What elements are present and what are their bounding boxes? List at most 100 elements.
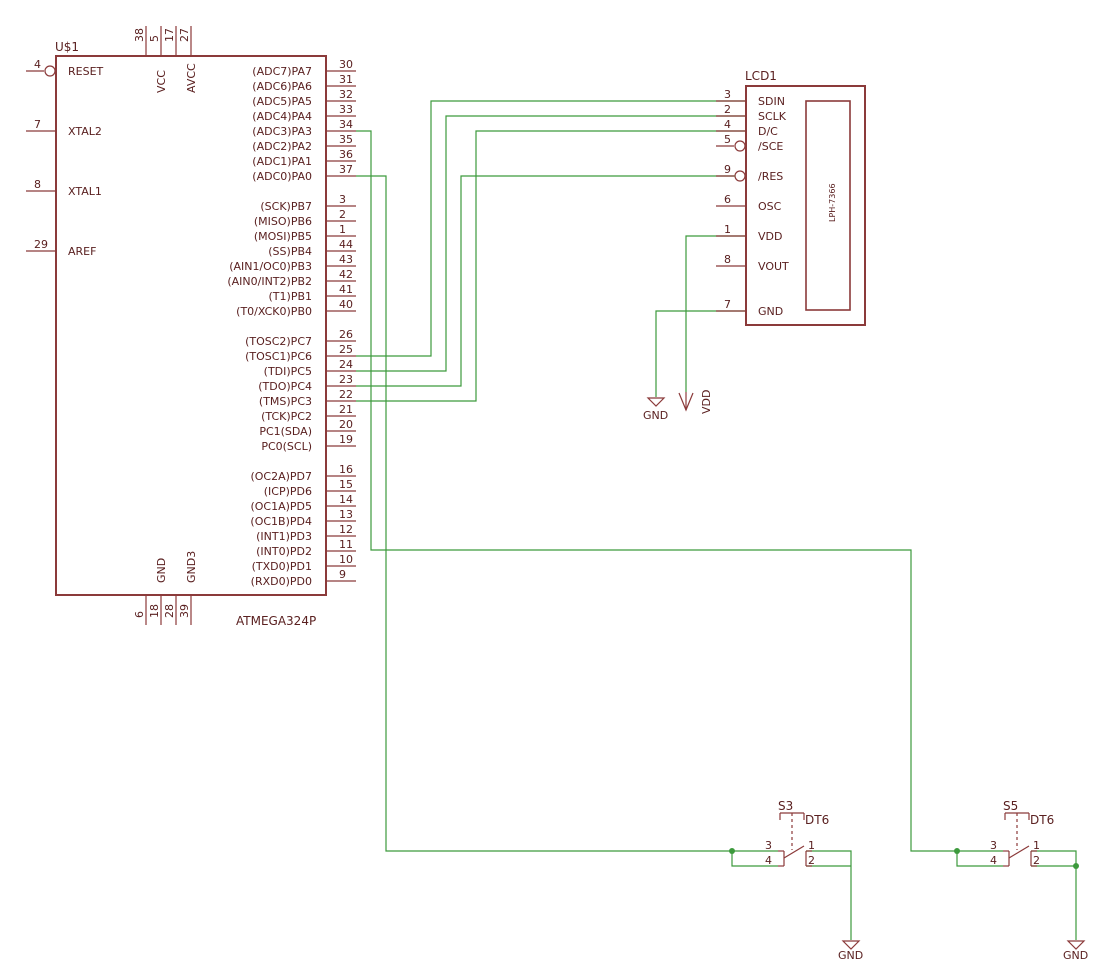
mcu-pin-name: (SCK)PB7 [260,200,312,213]
lcd-symbol[interactable]: LCD1 LPH-7366 3SDIN2SCLK4D/C5/SCE9/RES6O… [716,69,866,326]
mcu-pin-41: 41(T1)PB1 [269,283,356,303]
mcu-pin-num: 27 [178,28,191,42]
mcu-pin-num: 22 [339,388,353,401]
mcu-pin-name: (MISO)PB6 [254,215,312,228]
mcu-pin-name: XTAL1 [68,185,102,198]
mcu-pin-name: (AIN0/INT2)PB2 [227,275,312,288]
mcu-symbol[interactable]: U$1 ATMEGA324P 4RESET7XTAL28XTAL129AREF … [26,26,356,628]
mcu-pin-36: 36(ADC1)PA1 [252,148,356,168]
mcu-pin-23: 23(TDO)PC4 [258,373,356,393]
lcd-pin-num: 3 [724,88,731,101]
mcu-pin-num: 43 [339,253,353,266]
switch-pin-num: 2 [808,854,815,867]
mcu-pin-num: 40 [339,298,353,311]
switch-pin-num: 3 [990,839,997,852]
gnd-symbol-s5: GND [1063,940,1088,962]
mcu-pin-14: 14(OC1A)PD5 [250,493,356,513]
gnd-label-lcd: GND [643,409,668,422]
vdd-symbol: VDD [678,390,713,414]
vdd-label: VDD [700,390,713,414]
gnd-symbol-s3: GND [838,940,863,962]
mcu-pin-num: 37 [339,163,353,176]
lcd-screen [805,100,851,311]
lcd-pin-name: /RES [758,170,783,183]
mcu-pin-name: PC1(SDA) [259,425,312,438]
mcu-pin-name: (TCK)PC2 [261,410,312,423]
mcu-pin-num: 44 [339,238,353,251]
mcu-part: ATMEGA324P [236,614,316,628]
mcu-pin-num: 4 [34,58,41,71]
mcu-pin-num: 24 [339,358,353,371]
mcu-pin-30: 30(ADC7)PA7 [252,58,356,78]
lcd-pin-name: VDD [758,230,782,243]
mcu-pin-num: 6 [133,611,146,618]
mcu-pin-16: 16 (OC2A)PD7 [250,463,356,483]
switch-pin-num: 1 [1033,839,1040,852]
mcu-pin-name: (OC2A)PD7 [250,470,312,483]
net-lcd-gnd [655,310,745,397]
mcu-pin-name: (OC1B)PD4 [250,515,312,528]
mcu-pin-num: 21 [339,403,353,416]
mcu-pin-name: (INT1)PD3 [256,530,312,543]
mcu-pin-num: 41 [339,283,353,296]
net-s3-right [806,850,852,940]
mcu-pin-42: 42(AIN0/INT2)PB2 [227,268,356,288]
mcu-pin-name: (ADC7)PA7 [252,65,312,78]
mcu-pin-21: 21 (TCK)PC2 [261,403,356,423]
lcd-pin-name: /SCE [758,140,783,153]
mcu-pin-name: (RXD0)PD0 [251,575,312,588]
lcd-pin-num: 6 [724,193,731,206]
mcu-pin-13: 13 (OC1B)PD4 [250,508,356,528]
mcu-pin-num: 11 [339,538,353,551]
nets [356,100,1079,940]
mcu-pin-32: 32(ADC5)PA5 [252,88,356,108]
mcu-pin-num: 34 [339,118,353,131]
switch-pin-num: 2 [1033,854,1040,867]
mcu-pin-name: (T0/XCK0)PB0 [236,305,312,318]
mcu-pin-name: (TDI)PC5 [264,365,312,378]
lcd-pin-num: 8 [724,253,731,266]
lcd-pin-5: 5/SCE [716,133,783,153]
mcu-pin-name: (ADC0)PA0 [252,170,312,183]
junction-s3 [729,848,735,854]
lcd-pin-num: 2 [724,103,731,116]
mcu-pin-num: 13 [339,508,353,521]
net-pc3-dc [356,130,745,402]
switch-s3-part: DT6 [805,813,829,827]
net-s5-left-4 [956,851,1003,867]
mcu-pin-num: 38 [133,28,146,42]
net-pa0-s3 [356,175,732,852]
mcu-pin-num: 16 [339,463,353,476]
mcu-pin-name: AVCC [185,63,198,93]
mcu-pin-name: VCC [155,70,168,93]
junction-s5 [954,848,960,854]
switch-s5-part: DT6 [1030,813,1054,827]
mcu-pin-name: AREF [68,245,96,258]
gnd-symbol-lcd: GND [643,397,668,422]
mcu-pin-num: 26 [339,328,353,341]
mcu-pin-num: 7 [34,118,41,131]
switch-s3-ref: S3 [778,799,793,813]
mcu-pin-num: 12 [339,523,353,536]
mcu-pin-num: 14 [339,493,353,506]
mcu-pin-name: (ICP)PD6 [264,485,312,498]
net-pa3-s5 [356,130,957,852]
junction-s5-gnd [1073,863,1079,869]
mcu-pin-num: 19 [339,433,353,446]
mcu-pin-2: 2(MISO)PB6 [254,208,356,228]
lcd-pin-num: 9 [724,163,731,176]
net-pc6-sdin [356,100,745,357]
